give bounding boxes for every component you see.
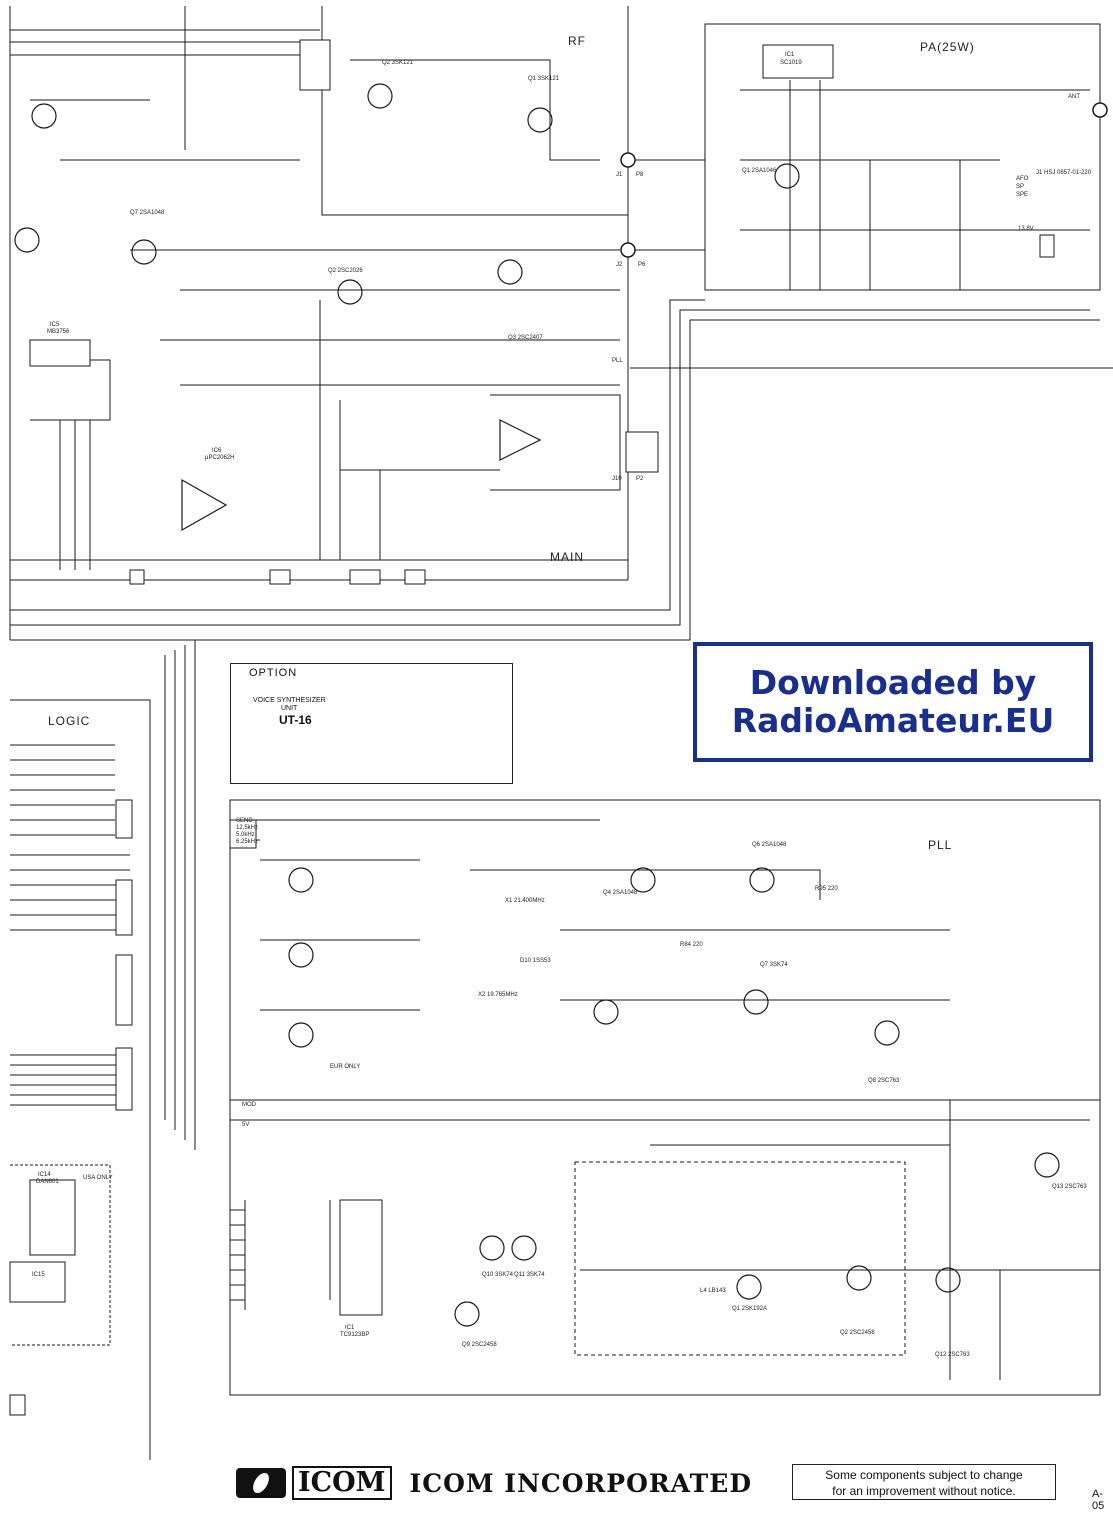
- ant-label: ANT: [1068, 94, 1080, 100]
- q2-pll-label: Q2 2SC2458: [840, 1330, 875, 1336]
- 12k5-label: 12.5kHz: [236, 825, 259, 831]
- watermark-line1: Downloaded by: [749, 663, 1037, 702]
- download-watermark: Downloaded by RadioAmateur.EU: [693, 642, 1093, 762]
- pll-net-label: PLL: [612, 358, 623, 364]
- r95-label: R95 220: [815, 886, 838, 892]
- q1-pll-label: Q1 2SK192A: [732, 1306, 768, 1312]
- ic5-label: IC5: [50, 322, 60, 328]
- ic1-pll-label: IC1: [345, 1325, 355, 1331]
- q10-label: Q10 3SK74: [482, 1272, 514, 1278]
- option-block: OPTION VOICE SYNTHESIZER UNIT UT-16: [230, 663, 513, 784]
- icom-logo: ICOM ICOM INCORPORATED: [236, 1466, 752, 1500]
- 5k0-label: 5.0kHz: [236, 832, 255, 838]
- q13-pll-label: Q13 2SC763: [1052, 1184, 1087, 1190]
- change-notice-line2: for an improvement without notice.: [832, 1484, 1016, 1498]
- ic15-label: IC15: [32, 1272, 45, 1278]
- icom-logo-text: ICOM: [292, 1466, 392, 1500]
- sp-label: SP: [1016, 184, 1025, 190]
- d10-label: D10 1SS53: [520, 958, 551, 964]
- q1-rf-label: Q1 3SK121: [528, 76, 560, 82]
- q6-pll-label: Q6 2SA1048: [752, 842, 787, 848]
- sc1019-label: SC1019: [780, 60, 802, 66]
- j1-label: J1: [616, 172, 623, 178]
- spe-label: SPE: [1016, 192, 1029, 198]
- q4-pll-label: Q4 2SA1048: [603, 890, 638, 896]
- send-label: SEND: [236, 818, 253, 824]
- usa-only-label: USA ONLY: [83, 1175, 113, 1181]
- q7-label: Q7 2SA1048: [130, 210, 165, 216]
- p6-label: P6: [638, 262, 646, 268]
- q7-pll-label: Q7 3SK74: [760, 962, 788, 968]
- main-section-label: MAIN: [550, 550, 584, 564]
- ic14-label: IC14: [38, 1172, 51, 1178]
- q8-pll-label: Q8 2SC763: [868, 1078, 900, 1084]
- icom-logo-mark: [236, 1468, 286, 1498]
- 13v8-label: 13.8V: [1018, 226, 1034, 232]
- upc2062h-label: μPC2062H: [205, 455, 235, 461]
- r84-label: R84 220: [680, 942, 703, 948]
- logic-section-label: LOGIC: [48, 714, 91, 728]
- p2-label: P2: [636, 476, 644, 482]
- q1-pa-label: Q1 2SA1046: [742, 168, 777, 174]
- mb3756-label: MB3756: [47, 329, 70, 335]
- eur-only-label: EUR ONLY: [330, 1064, 361, 1070]
- x1-label: X1 21.400MHz: [505, 898, 545, 904]
- 6k25-label: 6.25kHz: [236, 839, 259, 845]
- pa-section-label: PA(25W): [920, 40, 975, 54]
- q2-rf-label: Q2 3SK121: [382, 60, 414, 66]
- j2-label: J2: [616, 262, 623, 268]
- option-title: OPTION: [249, 667, 298, 679]
- company-name: ICOM INCORPORATED: [409, 1468, 752, 1498]
- j1-pa-label: J1 HSJ 0857-01-220: [1036, 170, 1092, 176]
- q9-label: Q9 2SC2458: [462, 1342, 497, 1348]
- j10-label: J10: [612, 476, 622, 482]
- q2-main-label: Q2 2SC2026: [328, 268, 363, 274]
- option-line2: UNIT: [281, 705, 298, 712]
- 5v-net-label: 5V: [242, 1122, 250, 1128]
- x2-label: X2 19.765MHz: [478, 992, 518, 998]
- q3-main-label: Q3 2SC2407: [508, 335, 543, 341]
- option-model: UT-16: [279, 713, 312, 727]
- q12-label: Q12 2SC763: [935, 1352, 970, 1358]
- change-notice-line1: Some components subject to change: [825, 1468, 1023, 1482]
- change-notice: Some components subject to change for an…: [792, 1464, 1056, 1500]
- l4-pll-label: L4 LB143: [700, 1288, 726, 1294]
- da4b01-label: DAN601: [36, 1179, 59, 1185]
- p8-label: P8: [636, 172, 644, 178]
- page-code: A-05: [1092, 1488, 1105, 1512]
- rf-section-label: RF: [568, 34, 586, 48]
- watermark-line2: RadioAmateur.EU: [731, 701, 1055, 740]
- q11-label: Q11 3SK74: [514, 1272, 545, 1278]
- ic6-label: IC6: [212, 448, 222, 454]
- ic1-rf-label: IC1: [785, 52, 795, 58]
- pll-section-label: PLL: [928, 838, 953, 852]
- tc9123bp-label: TC9123BP: [340, 1332, 370, 1338]
- mod-net-label: MOD: [242, 1102, 256, 1108]
- option-line1: VOICE SYNTHESIZER: [253, 697, 326, 704]
- afo-label: AFO: [1016, 176, 1029, 182]
